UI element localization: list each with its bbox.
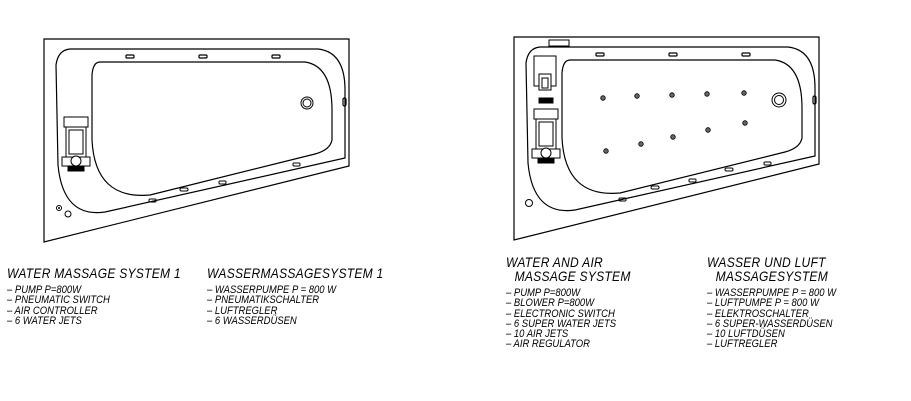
system1-en: WATER MASSAGE SYSTEM 1 – PUMP P=800W – P… (7, 265, 181, 327)
drain-icon (771, 92, 787, 108)
system1-de: WASSERMASSAGESYSTEM 1 – WASSERPUMPE P = … (207, 265, 384, 327)
system2-title-en-line1: WATER AND AIR (506, 254, 604, 270)
pneumatic-switch-icon (64, 210, 72, 218)
list-item: – BLOWER P=800W (506, 297, 595, 310)
pump-icon (61, 116, 91, 172)
list-item: – 6 WATER JETS (7, 314, 82, 327)
list-item: – AIR REGULATOR (506, 338, 590, 351)
tub-water-massage-system-1 (43, 38, 350, 243)
list-item: – PNEUMATIKSCHALTER (207, 294, 320, 307)
list-item: – 10 AIR JETS (506, 328, 569, 341)
air-jets (600, 90, 748, 154)
list-item: – WASSERPUMPE P = 800 W (207, 284, 337, 296)
list-item: – PUMP P=800W (7, 284, 82, 296)
pump-icon (531, 108, 561, 164)
list-item: – PUMP P=800W (506, 287, 581, 299)
list-item: – ELECTRONIC SWITCH (506, 307, 615, 320)
list-item: – 10 LUFTDÜSEN (707, 328, 785, 341)
air-regulator-icon (525, 199, 533, 207)
system2-title-de-line1: WASSER UND LUFT (707, 254, 826, 270)
list-item: – AIR CONTROLLER (7, 304, 98, 317)
drain-icon (300, 96, 314, 110)
blower-icon (533, 55, 557, 104)
system2-en: WATER AND AIR MASSAGE SYSTEM – PUMP P=80… (506, 255, 631, 350)
system2-title-de-line2: MASSAGESYSTEM (715, 268, 829, 284)
list-item: – LUFTPUMPE P = 800 W (707, 297, 819, 310)
tub-water-and-air-massage-system (513, 36, 820, 241)
electronic-switch-icon (548, 39, 570, 47)
list-item: – LUFTREGLER (707, 338, 778, 351)
list-item: – WASSERPUMPE P = 800 W (707, 287, 837, 299)
system2-title-en-line2: MASSAGE SYSTEM (514, 268, 631, 284)
list-item: – PNEUMATIC SWITCH (7, 294, 110, 307)
list-item: – LUFTREGLER (207, 304, 278, 317)
list-item: – ELEKTROSCHALTER (707, 307, 809, 320)
system1-title-en: WATER MASSAGE SYSTEM 1 (7, 265, 181, 281)
water-jets-side (148, 162, 301, 203)
system2-de: WASSER UND LUFT MASSAGESYSTEM – WASSERPU… (707, 255, 836, 350)
list-item: – 6 SUPER-WASSERDÜSEN (707, 317, 833, 330)
air-controller-icon (56, 205, 62, 211)
list-item: – 6 SUPER WATER JETS (506, 317, 617, 330)
list-item: – 6 WASSERDÜSEN (207, 314, 297, 327)
system1-title-de: WASSERMASSAGESYSTEM 1 (207, 265, 384, 281)
water-jets-side (618, 161, 772, 202)
